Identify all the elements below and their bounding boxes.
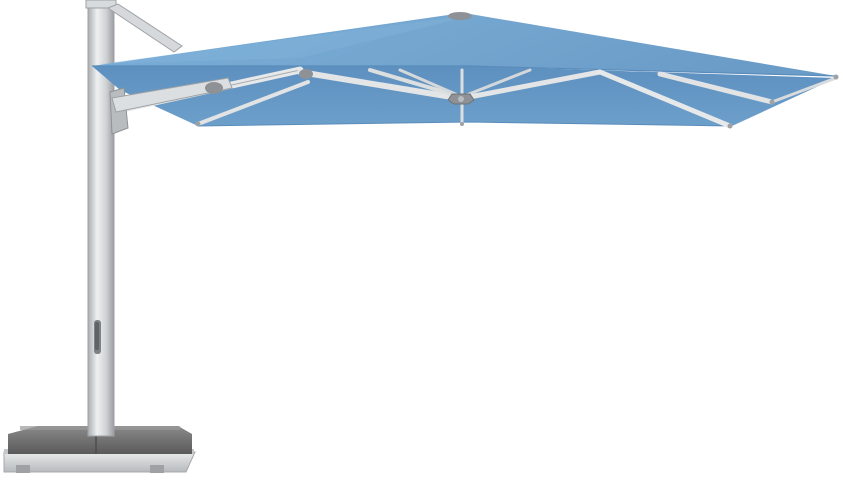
canopy-edge (92, 65, 837, 77)
rib-tips (195, 74, 839, 129)
canopy (92, 12, 837, 127)
canopy-highlight (100, 18, 462, 64)
canopy-hub (447, 93, 475, 105)
rib-far-right-tip (770, 76, 838, 104)
rib-back-center (398, 68, 462, 98)
rib-to-hub-left (297, 69, 461, 101)
lower-support-arm (109, 69, 313, 135)
base-slab-left (8, 426, 96, 454)
rib-joint-icon (299, 69, 313, 79)
rib-front-left (196, 80, 310, 126)
main-pole (87, 3, 115, 437)
base (3, 426, 196, 473)
rib-back-left (368, 68, 460, 98)
canopy-finial (448, 12, 472, 20)
rib-right-far (657, 71, 775, 105)
pole (85, 0, 117, 437)
pole-cap (85, 0, 117, 9)
canopy-top (92, 14, 836, 76)
base-slab-right (96, 426, 192, 454)
canopy-lower-edge (197, 121, 733, 127)
rib-back-right (462, 68, 532, 98)
arm-joint-icon (205, 82, 223, 94)
rib-right-main (597, 69, 733, 129)
crank-handle-grip (95, 322, 99, 350)
base-frame (3, 451, 196, 473)
base-clip-left (16, 465, 30, 473)
base-clip-right (150, 465, 164, 473)
upper-support-arm (106, 3, 183, 53)
rib-to-hub-right (461, 69, 603, 101)
